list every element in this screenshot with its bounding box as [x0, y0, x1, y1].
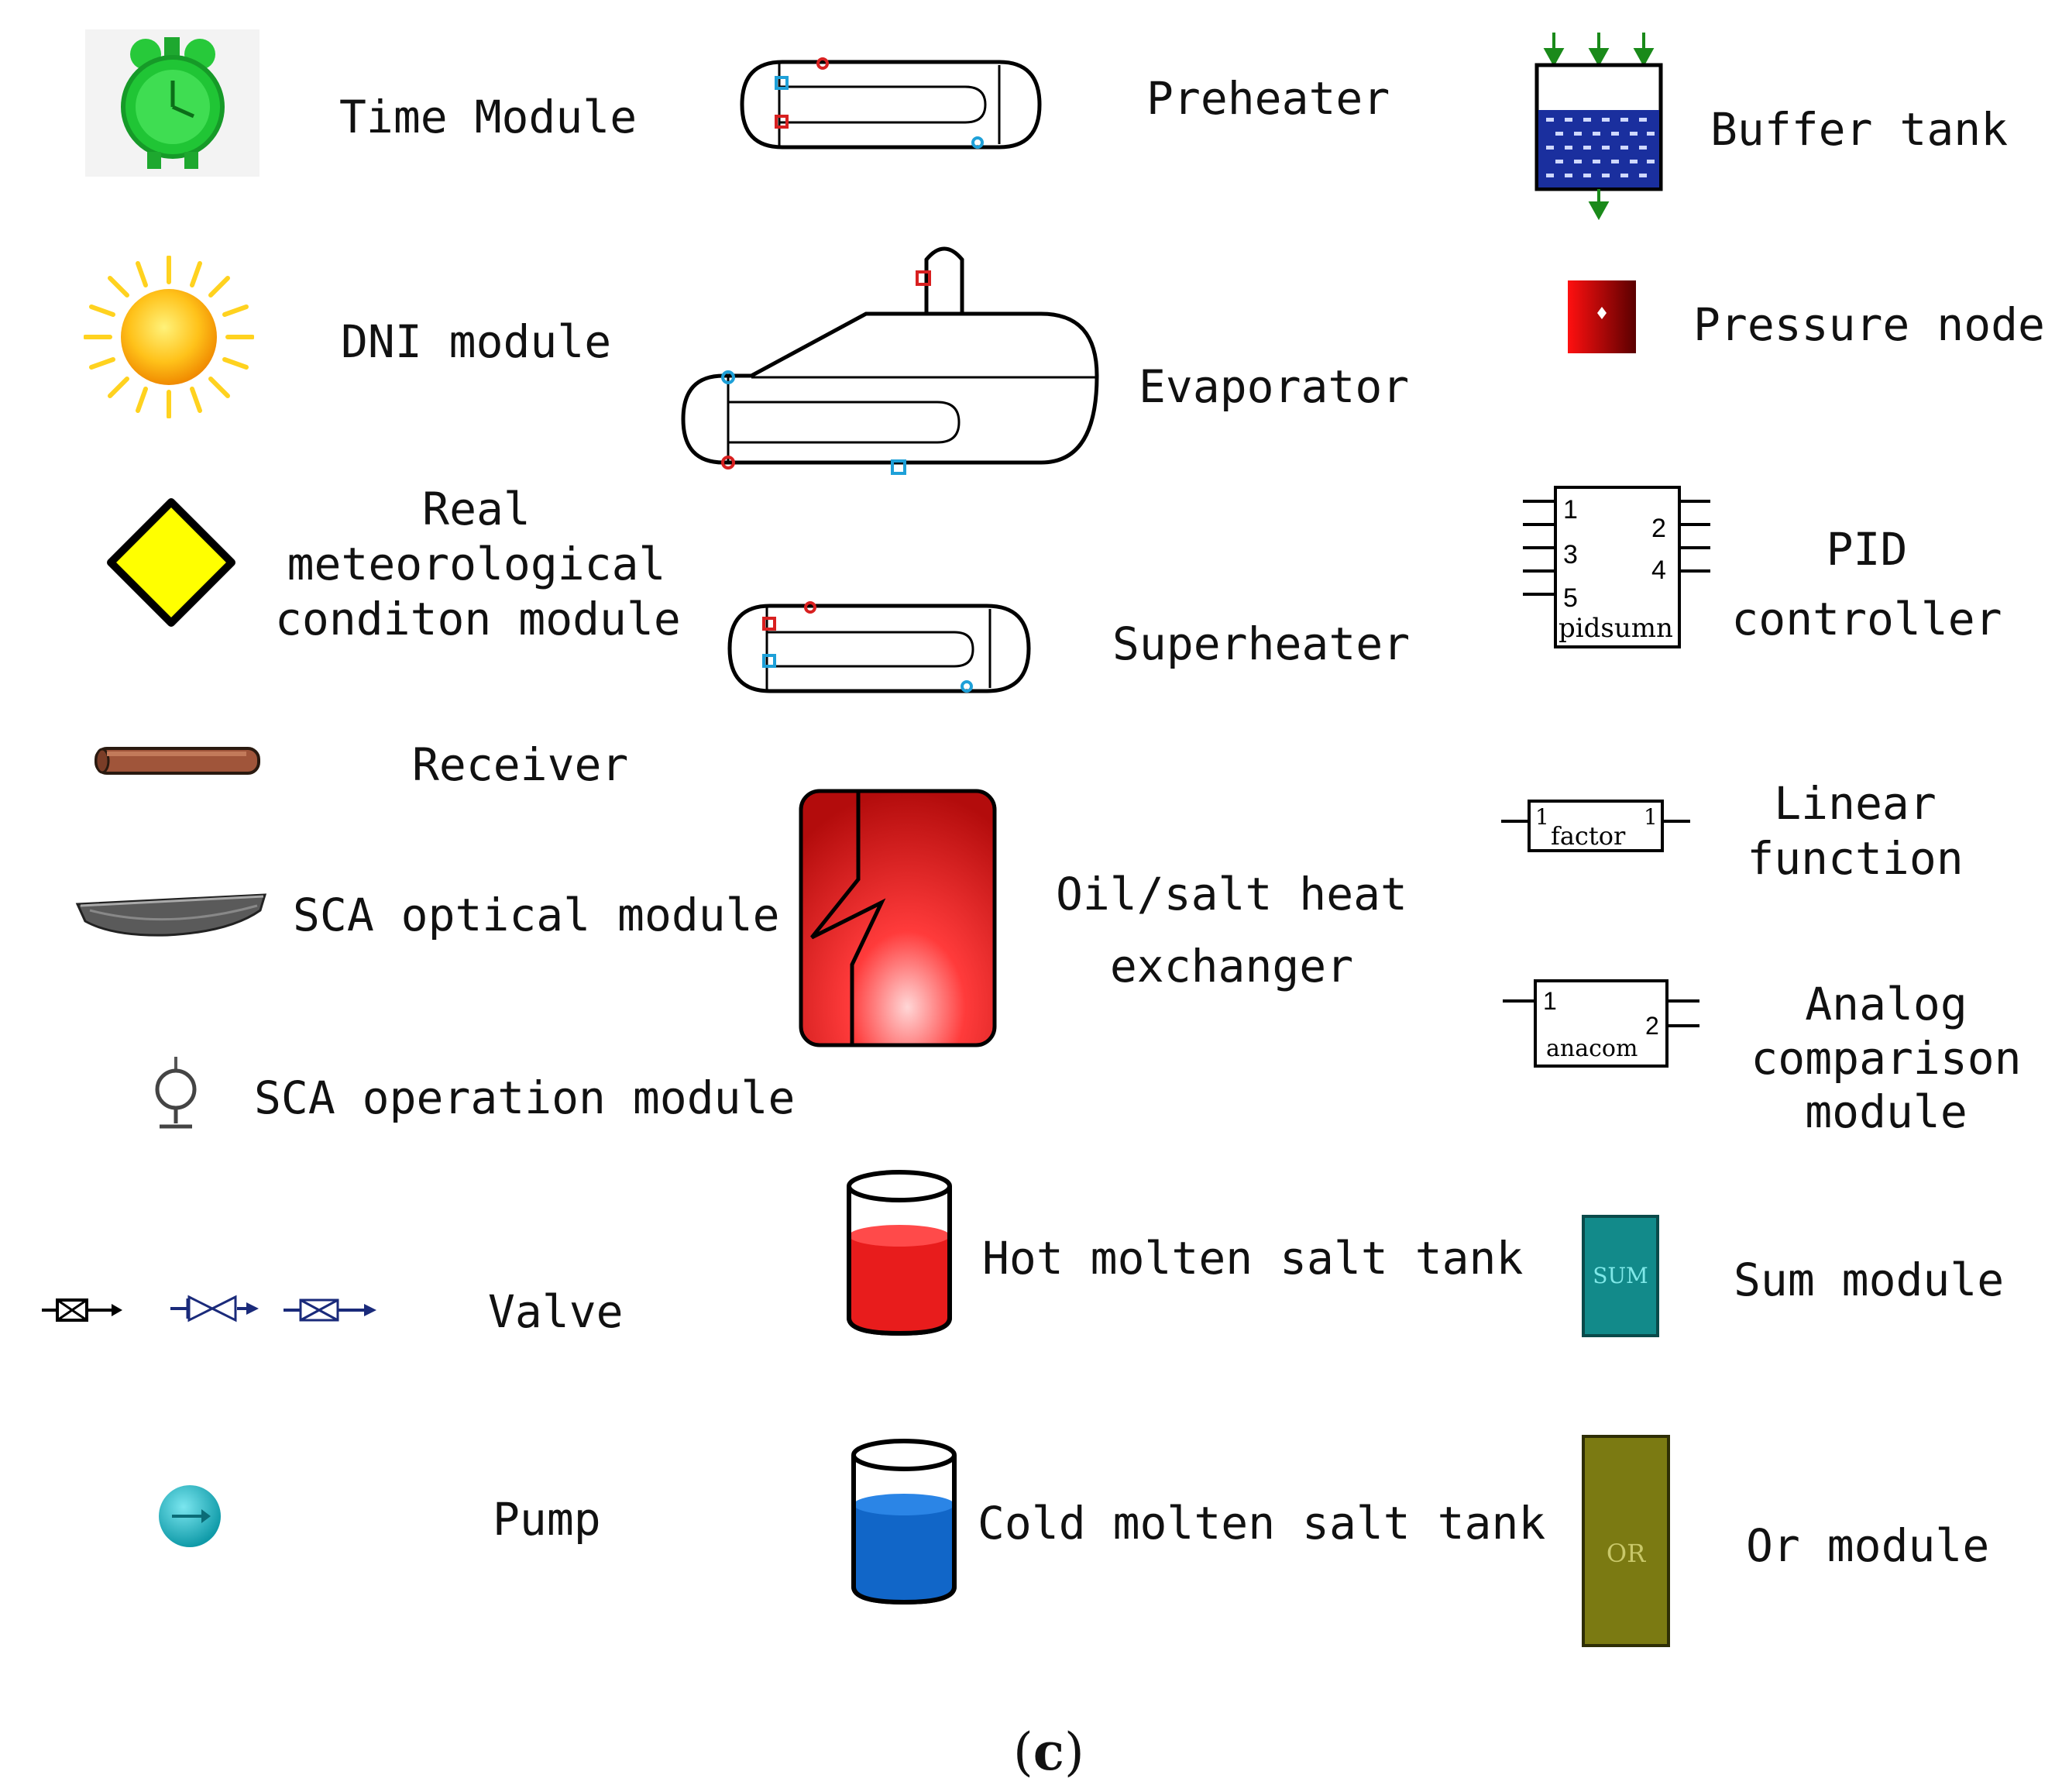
or-block-text: OR — [1606, 1539, 1646, 1568]
receiver-label: Receiver — [412, 738, 629, 791]
or-module-label: Or module — [1746, 1519, 1990, 1572]
superheater-icon — [727, 601, 1031, 693]
time-module-label: Time Module — [339, 91, 638, 143]
sca-operation-label: SCA operation module — [254, 1071, 796, 1124]
sum-module-label: Sum module — [1734, 1254, 2005, 1306]
pid-label: PID controller — [1712, 515, 2022, 655]
heat-exchanger-icon — [799, 789, 997, 1047]
linear-in-pin: 1 — [1535, 804, 1549, 830]
oil-salt-line-1: Oil/salt heat — [1056, 868, 1407, 920]
pid-name: pidsumn — [1559, 613, 1673, 644]
dni-module-label: DNI module — [341, 315, 612, 368]
linear-label: Linear function — [1727, 776, 1983, 886]
evaporator-label: Evaporator — [1139, 360, 1410, 413]
pid-line-1: PID — [1826, 523, 1908, 576]
superheater-label: Superheater — [1112, 617, 1411, 670]
valve-icon — [42, 1298, 122, 1322]
pump-label: Pump — [493, 1493, 601, 1546]
diamond-icon — [107, 498, 235, 627]
linear-function-block: 1 factor 1 — [1500, 798, 1692, 854]
analog-line-2: comparison — [1751, 1031, 2022, 1085]
linear-line-2: function — [1747, 831, 1964, 885]
valve-label: Valve — [488, 1285, 624, 1338]
linear-line-1: Linear — [1774, 777, 1937, 830]
caption-open-paren: ( — [1013, 1722, 1033, 1782]
or-block: OR — [1582, 1435, 1670, 1647]
hot-salt-tank-icon — [847, 1170, 952, 1336]
analog-comparison-block: 1 2 anacom — [1501, 978, 1703, 1071]
preheater-icon — [740, 57, 1042, 150]
sca-operation-icon — [155, 1057, 197, 1129]
real-met-line-1: Real — [422, 483, 531, 535]
sum-block-text: SUM — [1593, 1263, 1648, 1288]
receiver-tube-icon — [95, 747, 260, 775]
linear-name: factor — [1551, 821, 1626, 851]
hot-tank-label: Hot molten salt tank — [982, 1232, 1524, 1285]
cold-tank-label: Cold molten salt tank — [978, 1497, 1546, 1550]
oil-salt-label: Oil/salt heat exchanger — [1022, 858, 1441, 1003]
real-met-line-3: conditon module — [275, 592, 681, 645]
control-valve-icon — [284, 1298, 376, 1322]
pump-icon — [159, 1485, 221, 1547]
analog-name: anacom — [1546, 1035, 1638, 1062]
analog-label: Analog comparison module — [1735, 978, 2037, 1140]
oil-salt-line-2: exchanger — [1109, 939, 1354, 992]
alarm-clock-icon — [85, 29, 259, 177]
sca-optical-label: SCA optical module — [293, 889, 780, 941]
buffer-tank-label: Buffer tank — [1710, 103, 2009, 156]
pid-block: 1 2 3 4 5 pidsumn — [1520, 484, 1713, 651]
pressure-node-icon — [1568, 280, 1636, 353]
pid-pin-1: 1 — [1563, 495, 1578, 525]
pid-line-2: controller — [1731, 592, 2002, 645]
cold-salt-tank-icon — [851, 1439, 957, 1605]
caption-close-paren: ) — [1064, 1722, 1084, 1782]
pressure-node-label: Pressure node — [1693, 298, 2045, 351]
figure-caption: (c) — [1013, 1721, 1084, 1782]
real-met-line-2: meteorological — [287, 537, 666, 590]
pid-pin-4: 4 — [1651, 555, 1666, 585]
check-valve-icon — [170, 1295, 259, 1323]
preheater-label: Preheater — [1146, 72, 1390, 125]
analog-out-pin: 2 — [1645, 1012, 1659, 1040]
caption-letter: c — [1033, 1721, 1064, 1782]
trough-collector-icon — [75, 893, 267, 937]
pid-pin-3: 3 — [1563, 540, 1578, 569]
pid-pin-2: 2 — [1651, 514, 1666, 543]
evaporator-icon — [681, 246, 1099, 475]
buffer-tank-icon — [1534, 33, 1663, 220]
analog-in-pin: 1 — [1543, 987, 1557, 1015]
analog-line-3: module — [1805, 1085, 1967, 1139]
sum-block: SUM — [1582, 1215, 1659, 1337]
sun-icon — [84, 256, 254, 418]
analog-line-1: Analog — [1805, 978, 1967, 1030]
real-met-label: Real meteorological conditon module — [275, 482, 681, 646]
linear-out-pin: 1 — [1644, 804, 1658, 830]
pid-pin-5: 5 — [1563, 583, 1578, 613]
